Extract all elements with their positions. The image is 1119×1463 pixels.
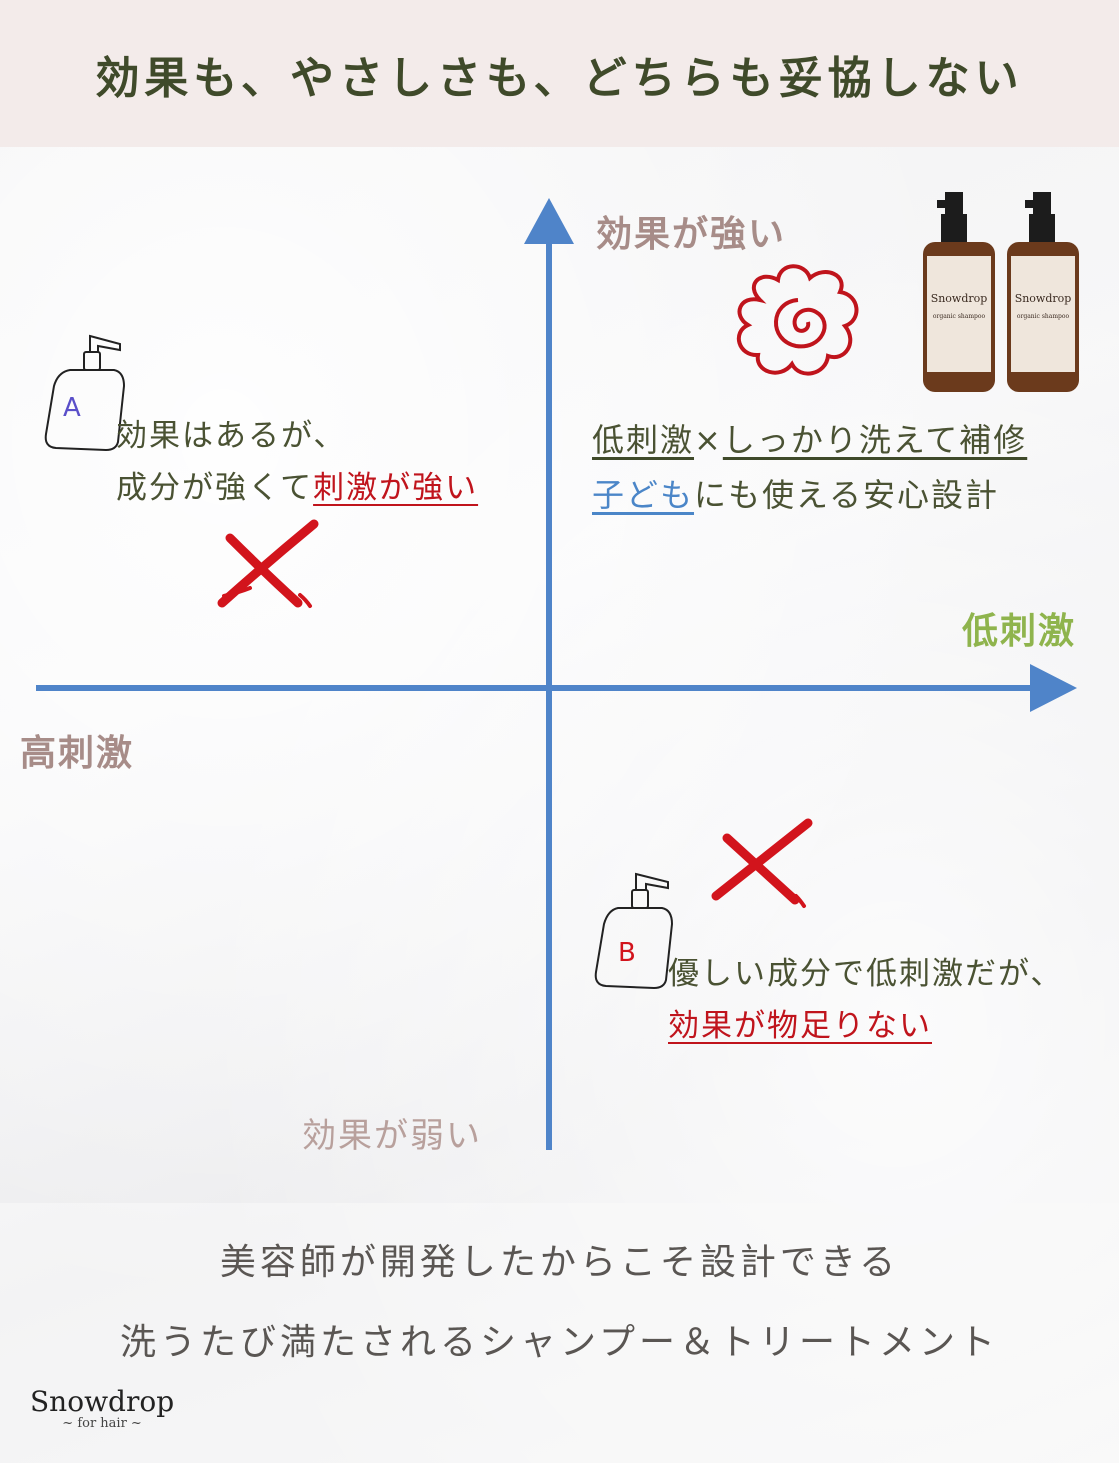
quadrant-b-line2-emphasis: 効果が物足りない (668, 1008, 932, 1044)
bottle-b-icon (594, 872, 674, 990)
header-banner: 効果も、やさしさも、どちらも妥協しない (0, 0, 1119, 147)
logo-sub: ~ for hair ~ (62, 1416, 142, 1431)
vertical-axis-arrowhead (524, 198, 574, 244)
axis-label-left: 高刺激 (20, 733, 135, 774)
page-title: 効果も、やさしさも、どちらも妥協しない (95, 52, 1024, 104)
product-line2-b: にも使える安心設計 (694, 476, 1000, 514)
product-line2: 子どもにも使える安心設計 (592, 470, 999, 516)
product-line1-sep: × (694, 421, 723, 459)
quadrant-b-line1: 優しい成分で低刺激だが、 (668, 956, 1064, 992)
product-line1: 低刺激×しっかり洗えて補修 (592, 415, 1027, 461)
axis-label-bottom: 効果が弱い (302, 1116, 482, 1156)
product-bottle-left (923, 192, 995, 392)
bottle-right-sub: organic shampoo (1017, 313, 1070, 320)
product-bottles-image: Snowdrop organic shampoo Snowdrop organi… (923, 192, 1079, 392)
badge-b: B (618, 938, 636, 968)
quadrant-b-line2: 効果が物足りない (668, 1000, 932, 1045)
bottle-a-icon (44, 334, 126, 452)
product-line1-b: しっかり洗えて補修 (722, 421, 1028, 459)
quadrant-a-line1: 効果はあるが、 (116, 418, 347, 454)
product-line1-a: 低刺激 (592, 421, 695, 459)
axis-label-top: 効果が強い (596, 214, 787, 255)
footer-line2: 洗うたび満たされるシャンプー＆トリートメント (120, 1322, 999, 1363)
quadrant-a-line2-plain: 成分が強くて (116, 470, 314, 506)
product-bottle-right (1007, 192, 1079, 392)
bottle-left-sub: organic shampoo (933, 313, 986, 320)
brand-logo: Snowdrop ~ for hair ~ (30, 1385, 174, 1431)
axis-label-right: 低刺激 (962, 611, 1077, 652)
hanamaru-icon (736, 264, 859, 376)
footer-line1: 美容師が開発したからこそ設計できる (219, 1242, 900, 1283)
bottle-left-brand: Snowdrop (931, 292, 988, 305)
x-mark-a (217, 519, 319, 608)
x-mark-b (711, 818, 813, 908)
bottle-right-brand: Snowdrop (1015, 292, 1072, 305)
quadrant-a-line2-emphasis: 刺激が強い (313, 470, 479, 506)
badge-a: A (63, 393, 81, 423)
logo-name: Snowdrop (30, 1385, 175, 1418)
quadrant-a-line2: 成分が強くて刺激が強い (116, 462, 478, 507)
horizontal-axis-arrowhead (1030, 664, 1077, 712)
product-line2-a: 子ども (592, 476, 695, 514)
footer-panel (0, 1203, 1119, 1463)
